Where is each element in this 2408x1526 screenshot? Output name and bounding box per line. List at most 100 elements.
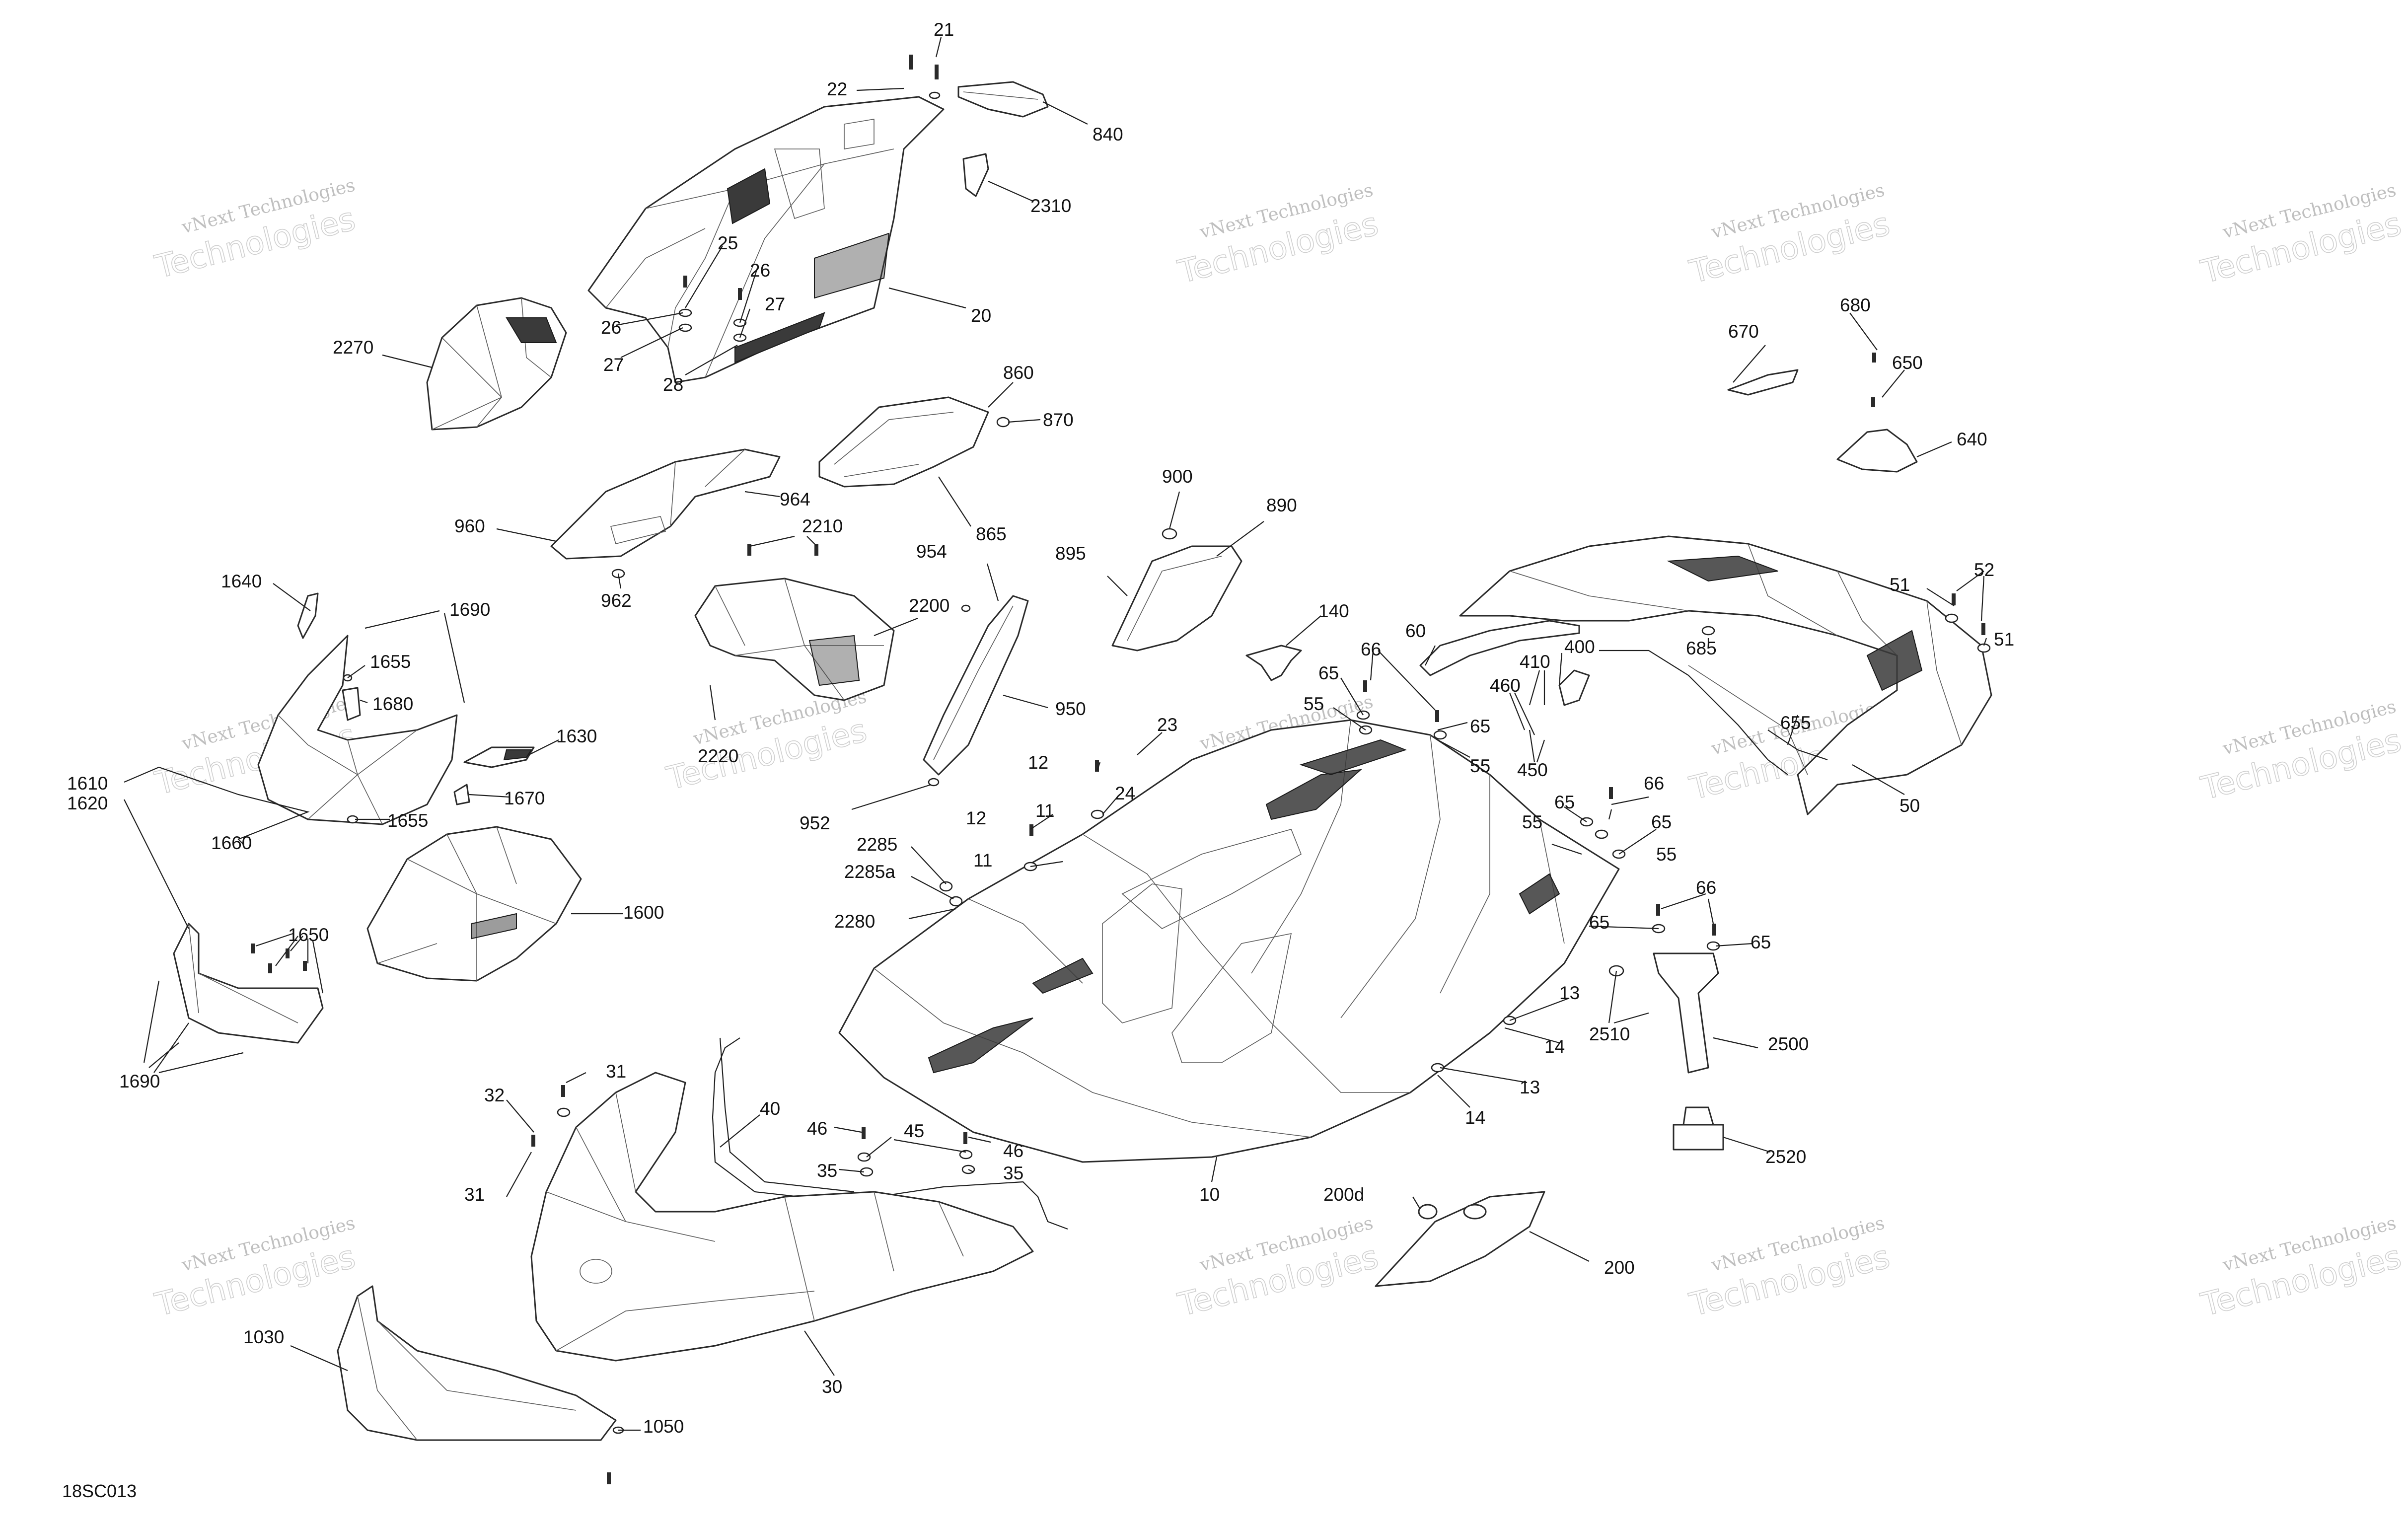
callout-label: 40 (760, 1098, 780, 1119)
callout-label: 26 (750, 260, 770, 281)
part-1640-clip (297, 592, 319, 639)
callout-label: 11 (1035, 800, 1054, 821)
part-60-strip (1419, 620, 1580, 676)
callout-label: 55 (1470, 756, 1490, 776)
callout-label: 13 (1520, 1077, 1540, 1097)
part-950-side-strip (923, 595, 1029, 776)
callout-label: 964 (780, 489, 810, 509)
callout-label: 55 (1522, 812, 1542, 832)
callout-label: 14 (1544, 1036, 1565, 1057)
part-1650-gauge-bracket (173, 923, 324, 1044)
callout-label: 32 (484, 1085, 505, 1105)
callout-label: 20 (971, 305, 991, 326)
callout-label: 952 (800, 813, 830, 833)
parts (173, 81, 1992, 1441)
leader-lines (124, 37, 1987, 1431)
callout-label: 840 (1093, 124, 1123, 145)
callout-label: 200 (1604, 1257, 1635, 1278)
washer-icon (1701, 626, 1715, 636)
screw-icon (1952, 593, 1956, 605)
callout-label: 2510 (1589, 1024, 1630, 1044)
part-1610-dash-panel (257, 635, 458, 825)
callout-label: 10 (1199, 1184, 1220, 1205)
callout-label: 11 (973, 850, 992, 871)
screw-icon (1435, 710, 1439, 722)
callout-label: 640 (1957, 429, 1987, 449)
screw-icon (1363, 680, 1367, 692)
part-960-side-trim (550, 448, 781, 560)
part-10-deck (838, 719, 1620, 1163)
callout-label: 1620 (67, 793, 108, 813)
screw-icon (683, 276, 687, 288)
callout-labels: 21 22 840 2310 20 25 26 26 27 27 28 2270… (67, 19, 2014, 1437)
washer-icon (678, 323, 692, 332)
callout-label: 27 (603, 355, 624, 375)
screw-icon (963, 1132, 967, 1144)
diagram-code: 18SC013 (62, 1481, 137, 1501)
callout-label: 1690 (119, 1071, 160, 1091)
part-1600-storage-bin (366, 826, 582, 982)
screw-icon (1712, 924, 1716, 936)
callout-label: 460 (1490, 675, 1521, 696)
callout-label: 65 (1318, 663, 1339, 683)
part-1670-clip (453, 784, 470, 805)
callout-label: 65 (1554, 792, 1575, 812)
screw-icon (814, 544, 818, 556)
part-1680-bracket (342, 687, 361, 721)
callout-label: 1030 (243, 1327, 284, 1347)
callout-label: 1050 (643, 1416, 684, 1437)
callout-label: 2270 (333, 337, 373, 358)
part-30-front-deck (530, 1072, 1034, 1362)
callout-label: 66 (1696, 877, 1716, 898)
callout-label: 895 (1055, 543, 1086, 564)
screw-icon (303, 961, 307, 971)
callout-label: 13 (1559, 983, 1580, 1003)
screw-icon (747, 544, 751, 556)
callout-label: 2220 (698, 746, 738, 766)
washer-icon (928, 778, 940, 787)
part-140-grommet (1245, 645, 1302, 681)
screw-icon (909, 55, 913, 70)
callout-label: 1655 (387, 810, 428, 831)
part-2500-stand (1653, 952, 1719, 1074)
callout-label: 1690 (449, 599, 490, 620)
callout-label: 45 (904, 1121, 924, 1141)
washer-icon (1431, 1063, 1445, 1073)
callout-label: 1670 (504, 788, 545, 808)
callout-label: 25 (718, 233, 738, 253)
screw-icon (1095, 760, 1099, 772)
washer-icon (996, 417, 1010, 428)
callout-label: 66 (1361, 639, 1381, 659)
callout-label: 27 (765, 294, 785, 314)
callout-label: 962 (601, 590, 632, 611)
callout-label: 960 (454, 516, 485, 536)
screw-icon (1609, 787, 1613, 799)
part-1630-trim (463, 746, 535, 768)
washer-icon (959, 1150, 973, 1160)
callout-label: 12 (1028, 752, 1048, 773)
screw-icon (1029, 824, 1033, 836)
callout-label: 670 (1728, 321, 1759, 342)
screw-icon (268, 963, 272, 973)
callout-label: 23 (1157, 715, 1177, 735)
callout-label: 1640 (221, 571, 262, 591)
washer-icon (929, 91, 941, 99)
callout-label: 400 (1564, 637, 1595, 657)
callout-label: 1610 (67, 773, 108, 794)
callout-label: 2285 (857, 834, 897, 855)
callout-label: 865 (976, 524, 1007, 544)
callout-label: 22 (827, 79, 847, 99)
washer-icon (939, 881, 953, 892)
callout-label: 900 (1162, 466, 1193, 487)
part-640-cover (1836, 429, 1918, 473)
screw-icon (1981, 623, 1985, 635)
callout-label: 46 (1003, 1141, 1023, 1161)
callout-label: 65 (1651, 812, 1672, 832)
callout-label: 450 (1517, 760, 1548, 780)
callout-label: 2285a (844, 862, 895, 882)
callout-label: 31 (464, 1184, 485, 1205)
